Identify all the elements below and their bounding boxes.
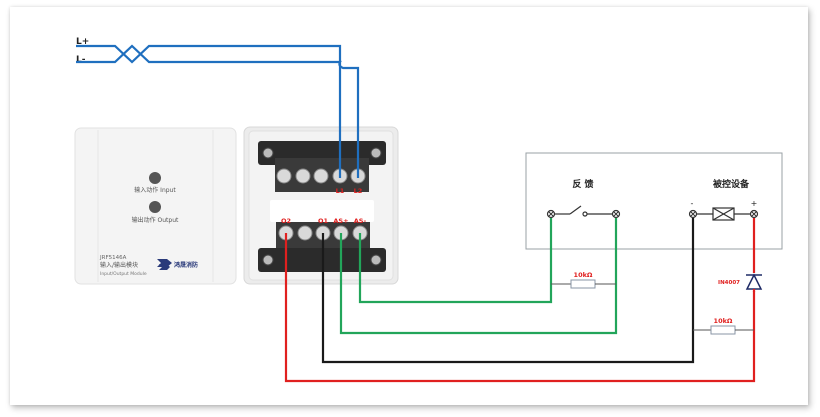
brand-name: 鸿晟消防 (174, 261, 198, 269)
o2-output-wire (284, 218, 756, 383)
feedback-resistor-label: 10kΩ (574, 271, 593, 279)
feedback-terminal-left-icon (546, 209, 556, 219)
input-led-icon (149, 172, 161, 184)
output-led-icon (149, 201, 161, 213)
bus-negative-label: L- (76, 55, 86, 65)
brand-logo-icon (157, 259, 172, 270)
controlled-device-title: 被控设备 (713, 178, 750, 190)
module-back-panel: L1 L2 O2 O1 AS+ AS- (243, 126, 399, 285)
feedback-switch-icon (554, 205, 613, 217)
terminal-label-as-plus: AS+ (333, 217, 348, 225)
device-terminal-minus-icon (688, 209, 698, 219)
terminal-label-o2: O2 (281, 217, 291, 225)
led-input-label: 输入动作 Input (134, 186, 176, 194)
feedback-wire-as-plus (339, 218, 618, 335)
module-name-en: Input/Output Module (100, 271, 147, 277)
feedback-wire-as-minus (358, 218, 553, 304)
feedback-wires (339, 218, 618, 335)
bus-positive-label: L+ (76, 37, 89, 47)
device-resistor-icon (693, 325, 754, 335)
bus-twisted-pair (76, 44, 360, 178)
field-device-box (525, 152, 783, 250)
device-resistor-label: 10kΩ (714, 317, 733, 325)
o1-output-wire (321, 218, 695, 364)
terminal-label-o1: O1 (318, 217, 329, 225)
terminal-label-l2: L2 (354, 187, 363, 195)
diode-icon (745, 273, 763, 292)
diode-label: IN4007 (718, 280, 740, 286)
device-plus-label: + (751, 199, 758, 208)
feedback-terminal-right-icon (611, 209, 621, 219)
module-model: JRF5146A (99, 255, 127, 261)
device-terminal-plus-icon (749, 209, 759, 219)
top-screws (276, 168, 366, 184)
feedback-resistor-icon (551, 279, 616, 289)
module-front-panel: 输入动作 Input 输出动作 Output JRF5146A 输入/输出模块 … (74, 127, 237, 285)
led-output-label: 输出动作 Output (132, 216, 179, 224)
device-load-icon (696, 207, 751, 221)
bus-wire-l-minus (76, 44, 360, 178)
terminal-label-as-minus: AS- (354, 217, 367, 225)
device-minus-label: - (691, 199, 694, 208)
terminal-label-l1: L1 (336, 187, 345, 195)
module-name-cn: 输入/输出模块 (100, 261, 138, 269)
feedback-title: 反 馈 (572, 178, 593, 190)
